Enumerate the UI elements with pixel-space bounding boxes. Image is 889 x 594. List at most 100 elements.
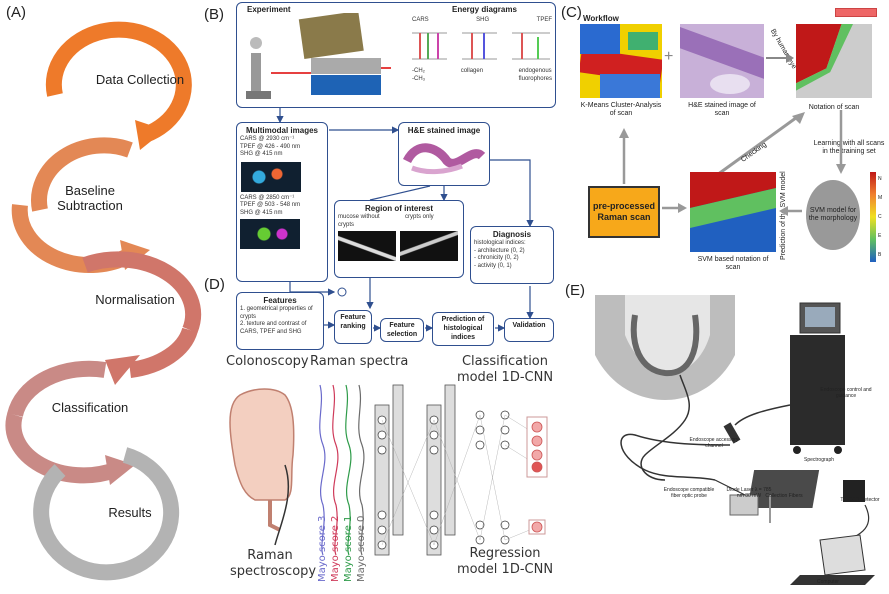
raman-spectra-title: Raman spectra [310,354,409,369]
arc-baseline [31,137,133,212]
mayo-label-1: Mayo score 1 [343,515,354,582]
panel-d-illustration [229,384,548,556]
classification-title: Classification model 1D-CNN [456,354,554,385]
kmeans-image [580,24,662,98]
label-computer: Computer [817,579,839,585]
energy-sub-shg: collagen [460,68,484,74]
legend-labels: N M C E B [878,170,882,265]
mayo-label-3: Mayo score 3 [317,515,328,582]
energy-col-tpef: TPEF [536,17,552,23]
energy-sub-tpef: endogenous fluorophores [518,68,552,82]
arrow-preprocessed-up [619,128,629,184]
panel-c-label: (C) [561,4,582,21]
roi-image-left [338,231,396,261]
colonoscopy-title: Colonoscopy [226,354,309,369]
roi-image-right [400,231,458,261]
stage-normalisation: Normalisation [95,292,175,307]
he-box: H&E stained image [398,122,490,186]
spectrum-0 [358,384,365,556]
energy-sub-cars: -CH₂ -CH₃ [412,68,426,82]
arc-results [33,447,180,581]
panel-d-label: (D) [204,276,225,293]
notation-image [796,24,872,98]
diag-line-2: - chronicity (0, 2) [474,255,519,261]
flow-prediction: Prediction of histological indices [432,312,494,346]
multimodal-box: Multimodal images CARS @ 2930 cm⁻¹ TPEF … [236,122,328,282]
stage-baseline: Baseline Subtraction [57,183,123,213]
label-fiber-probe: Endoscope compatible fiber optic probe [663,487,715,499]
flow-feature-selection: Feature selection [380,318,424,342]
colon-outline [630,314,700,377]
arc-data-collection [45,21,192,143]
raman-spectroscopy-label: Raman spectroscopy [230,548,317,579]
energy-level-lines [412,32,550,59]
workflow-title: Workflow [583,14,619,23]
legend-b: B [878,252,882,258]
features-line-0: 1. geometrical properties of crypts [240,306,313,320]
energy-col-cars: CARS [412,17,429,23]
kmeans-caption: K-Means Cluster-Analysis of scan [580,102,662,118]
spectrograph [747,470,820,508]
diag-line-3: - activity (0, 1) [474,262,512,269]
energy-col-shg: SHG [476,17,490,23]
stage-data-collection: Data Collection [95,72,185,87]
legend-m: M [878,195,883,201]
legend-n: N [878,176,882,182]
experiment-box: Experiment Energy diagrams CARS SHG TPEF [236,2,556,108]
legend-colorbar [870,172,876,262]
diag-line-0: histological indices: [474,240,526,246]
mayo-label-0: Mayo score 0 [356,515,367,582]
label-accessory-channel: Endoscope accessory channel [689,437,739,449]
multimodal-image-top [240,160,302,193]
notation-caption: Notation of scan [808,104,860,111]
arrowhead-data-collection [135,120,165,150]
svm-notation-caption: SVM based notation of scan [697,256,769,272]
label-spectrograph: Spectrograph [803,457,835,463]
features-line-1: 2. texture and contrast of CARS, TPEF an… [240,321,307,335]
computer [819,534,866,576]
arrow-prediction [779,206,802,216]
endoscopy-system-illustration [595,295,875,585]
arrowhead-normalisation [105,355,140,385]
spectrum-1 [345,384,352,556]
multimodal-title: Multimodal images [245,126,318,135]
legend-e: E [878,233,882,239]
experiment-title: Experiment [247,5,291,14]
multimodal-bottom-1: TPEF @ 503 - 548 nm [240,202,301,208]
panel-b-label: (B) [204,6,224,23]
multimodal-bottom-0: CARS @ 2850 cm⁻¹ [240,194,295,201]
panel-b-connectors [276,108,534,332]
multimodal-top-2: SHG @ 415 nm [240,151,283,157]
regression-title: Regression model 1D-CNN [456,546,554,577]
multimodal-top-1: TPEF @ 426 - 490 nm [240,143,301,150]
pipeline-arcs [5,21,202,581]
he-caption: H&E stained image of scan [688,102,756,118]
stage-classification: Classification [51,400,129,415]
energy-title: Energy diagrams [452,5,517,14]
panel-c-banner [835,8,877,17]
spectrum-2 [332,384,339,556]
label-collection-fibers: Collection Fibers [765,493,803,499]
endoscope-cart [790,335,845,445]
diagnosis-box: Diagnosis histological indices: - archit… [470,226,554,284]
he-stained-image [680,24,764,98]
arc-classification [7,360,107,418]
svm-notation-image [690,172,776,252]
mayo-label-2: Mayo score 2 [330,515,341,582]
multimodal-top-0: CARS @ 2930 cm⁻¹ [240,136,295,142]
svm-model: SVM model for the morphology [806,180,860,250]
features-box: Features 1. geometrical properties of cr… [236,292,324,350]
label-diode-laser: Diode Laser λ = 785 nm 80 mW [726,487,772,499]
panel-a-label: (A) [6,4,26,21]
arrow-human-eye [766,53,794,63]
preprocessed-box: pre-processed Raman scan [588,186,660,238]
roi-box: Region of interest mucose without crypts… [334,200,464,278]
plus-sign: + [664,48,674,65]
diag-title: Diagnosis [492,230,532,239]
label-endoscope-control: Endoscope control and guidance [820,387,872,399]
arc-normalisation-lower [128,327,198,378]
roi-right-label: crypts only [405,214,434,220]
legend-c: C [878,214,882,220]
stage-results: Results [108,505,152,520]
energy-diagrams: CARS SHG TPEF -CH₂ -CH₃ collagen endogen… [412,17,552,83]
